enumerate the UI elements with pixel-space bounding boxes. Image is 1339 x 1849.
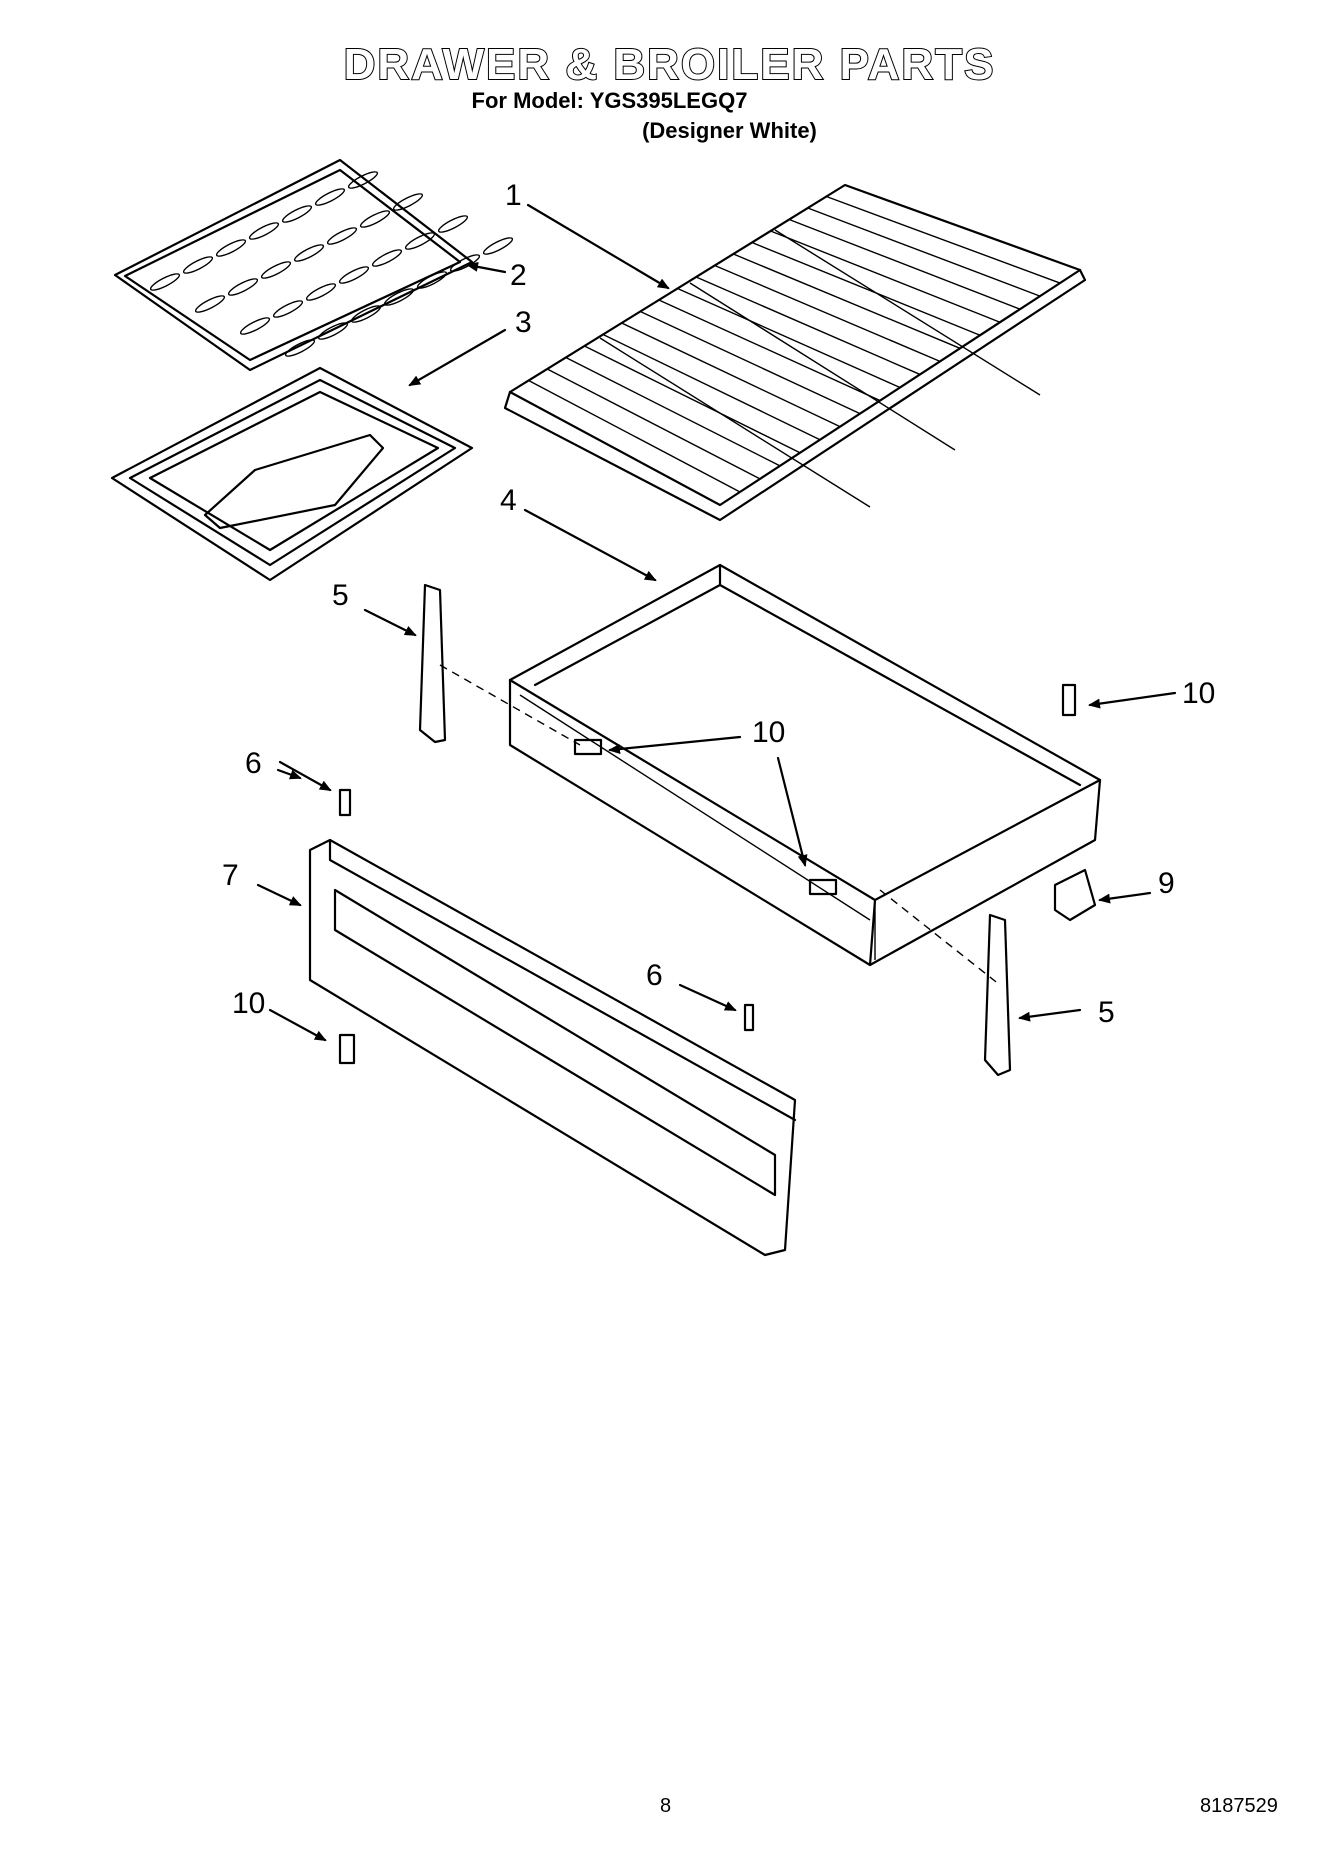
rack-bar (751, 241, 981, 336)
model-number: For Model: YGS395LEGQ7 (471, 88, 748, 113)
part-drawer-body (508, 563, 1102, 967)
model-color: (Designer White) (642, 118, 817, 143)
callout-10-center: 10 (752, 716, 785, 749)
callout-5-left: 5 (332, 579, 349, 612)
callout-3: 3 (515, 306, 532, 339)
part-drawer-front-panel (308, 838, 797, 1257)
callout-9: 9 (1158, 867, 1175, 900)
rack-bar (639, 310, 861, 415)
grid-slot (239, 317, 271, 335)
grid-slot (314, 188, 346, 206)
grid-slot (215, 239, 247, 257)
grid-slot (383, 288, 415, 306)
grid-slot (260, 261, 292, 279)
callout-7: 7 (222, 859, 239, 892)
rack-bar (621, 322, 841, 428)
grid-slot (404, 232, 436, 250)
rack-bar (528, 379, 741, 493)
grid-slot (392, 193, 424, 211)
rack-bar (788, 218, 1021, 310)
grid-slot (305, 283, 337, 301)
part-drawer-slide (418, 583, 1012, 1077)
grid-slot (437, 215, 469, 233)
part-broiler-pan (110, 366, 474, 582)
callout-4: 4 (500, 484, 517, 517)
grid-slot (182, 256, 214, 274)
rack-bar (658, 299, 881, 402)
leader-arrows (256, 203, 1177, 1042)
callout-5-right: 5 (1098, 996, 1115, 1029)
rack-bar (807, 207, 1041, 297)
grid-slot (272, 300, 304, 318)
rack-bar (770, 230, 1001, 323)
part-broiler-grid (113, 158, 514, 372)
rack-bar (695, 276, 921, 376)
rack-bar (714, 264, 941, 363)
grid-slot (347, 171, 379, 189)
rack-bar (677, 287, 901, 389)
grid-slot (338, 266, 370, 284)
callout-1: 1 (505, 179, 522, 212)
grid-slot (194, 295, 226, 313)
grid-slot (281, 205, 313, 223)
part-clip (1053, 868, 1097, 922)
callout-labels: 1 2 3 4 5 5 6 6 7 9 10 10 10 (222, 179, 1215, 1029)
callout-2: 2 (510, 259, 527, 292)
rack-bar (546, 368, 761, 480)
grid-slot (359, 210, 391, 228)
grid-slot (248, 222, 280, 240)
callout-6-right: 6 (646, 959, 663, 992)
callout-10-right: 10 (1182, 677, 1215, 710)
grid-slot (284, 339, 316, 357)
grid-slot (371, 249, 403, 267)
grid-slot (326, 227, 358, 245)
diagram-title: DRAWER & BROILER PARTS (343, 39, 996, 90)
rack-bar (733, 253, 961, 349)
rack-bar (602, 333, 821, 441)
part-oven-rack (503, 183, 1087, 522)
page-number: 8 (660, 1795, 672, 1817)
grid-slot (482, 237, 514, 255)
grid-slot (293, 244, 325, 262)
rack-bar (584, 345, 801, 454)
grid-slot (416, 271, 448, 289)
grid-slot (227, 278, 259, 296)
grid-slot (350, 305, 382, 323)
rack-bar (826, 195, 1061, 284)
grid-slot (317, 322, 349, 340)
callout-6-left: 6 (245, 747, 262, 780)
document-number: 8187529 (1200, 1795, 1278, 1817)
callout-10-left: 10 (232, 987, 265, 1020)
grid-slot (149, 273, 181, 291)
rack-bar (565, 356, 781, 467)
part-screws (338, 683, 1077, 1065)
